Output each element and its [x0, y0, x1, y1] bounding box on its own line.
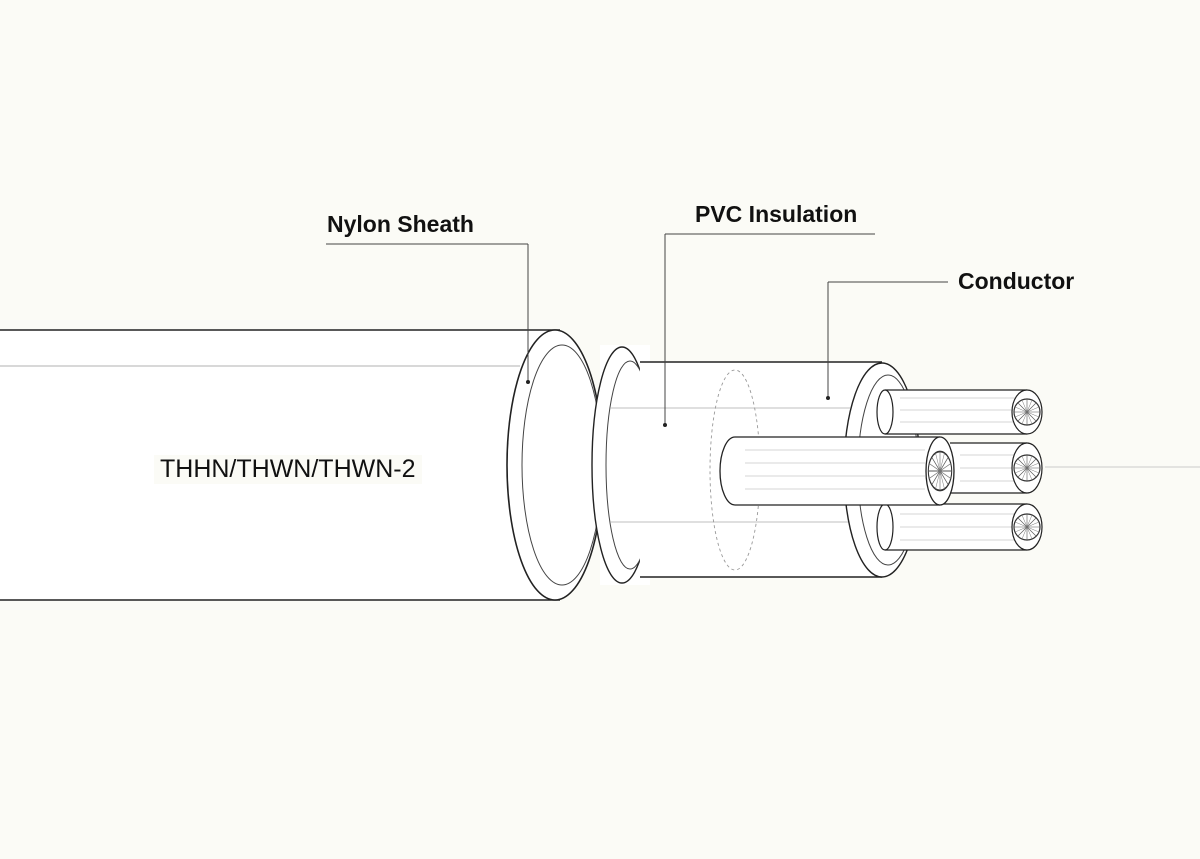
conductor-bottom [876, 503, 1043, 551]
conductor-top [876, 389, 1043, 435]
conductor-front [719, 436, 955, 506]
leader-conductor [826, 281, 948, 400]
conductor-middle-right [950, 442, 1043, 494]
leader-nylon-sheath [326, 243, 530, 384]
pvc-insulation-label: PVC Insulation [695, 201, 858, 227]
conductor-label: Conductor [958, 268, 1075, 294]
nylon-sheath-label: Nylon Sheath [327, 211, 474, 237]
leader-pvc-insulation [663, 233, 875, 427]
cable-type-designation: THHN/THWN/THWN-2 [154, 455, 422, 484]
